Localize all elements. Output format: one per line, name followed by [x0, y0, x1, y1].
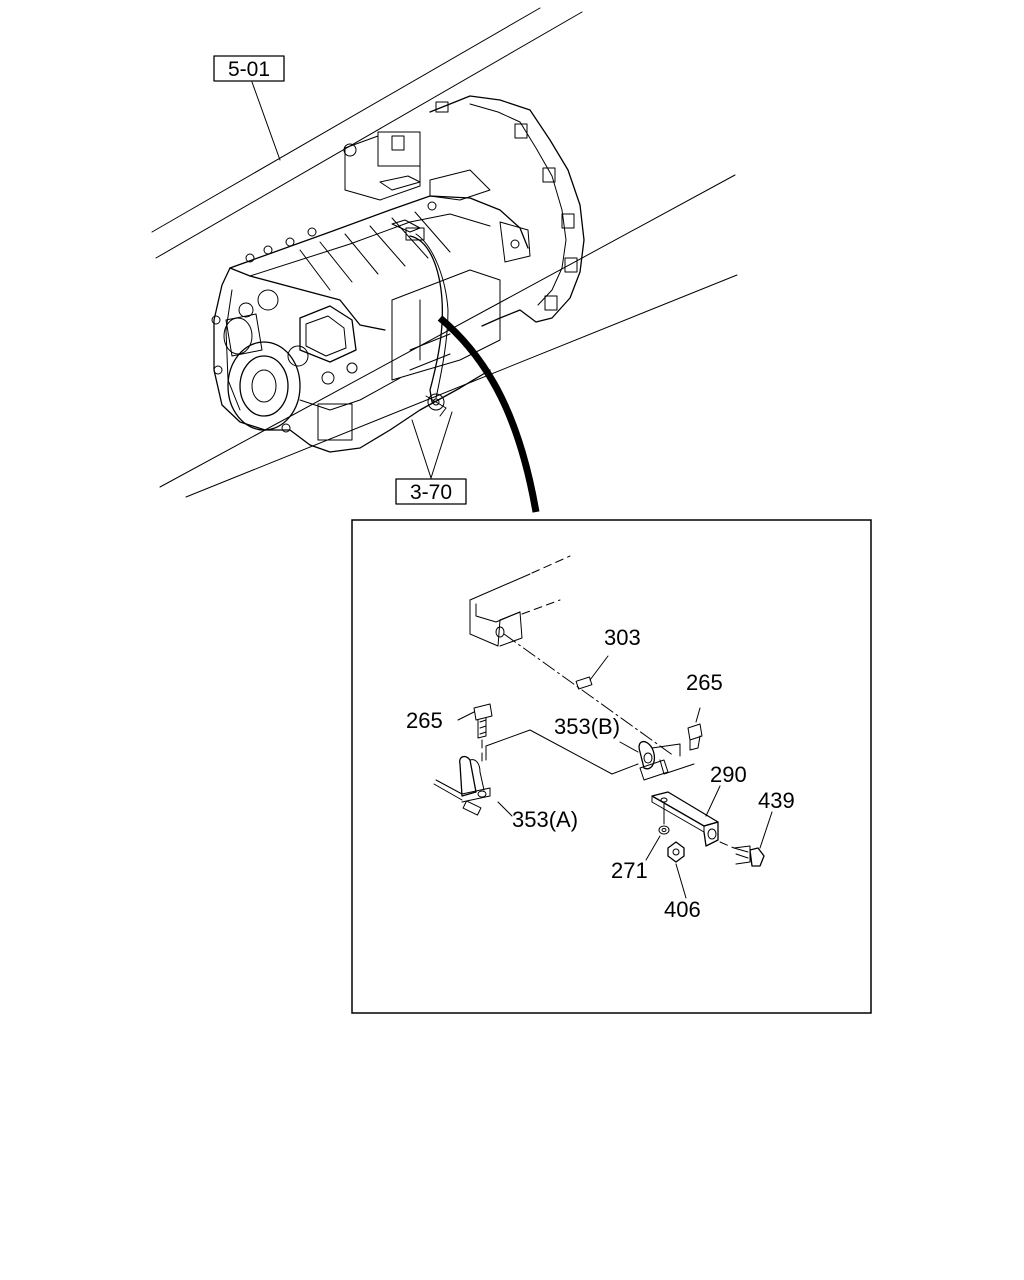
- callout-439: 439: [758, 788, 795, 813]
- callout-353a: 353(A): [512, 807, 578, 832]
- detail-parts: [433, 555, 773, 899]
- callout-290: 290: [710, 762, 747, 787]
- callout-265-left: 265: [406, 708, 443, 733]
- callout-353b: 353(B): [554, 714, 620, 739]
- detail-leader-curve: [437, 315, 540, 513]
- ref-box-5-01: 5-01: [213, 55, 285, 161]
- detail-frame: [351, 519, 872, 1014]
- ref-box-3-70: 3-70: [395, 411, 467, 505]
- callout-271: 271: [611, 858, 648, 883]
- ref-label-3-70: 3-70: [410, 481, 452, 504]
- transmission-assembly: [211, 95, 585, 453]
- ref-label-5-01: 5-01: [228, 58, 270, 81]
- callout-406: 406: [664, 897, 701, 922]
- callout-265-right: 265: [686, 670, 723, 695]
- callout-303: 303: [604, 625, 641, 650]
- callout-labels: 303 265 265 353(B) 290 439 353(A) 271 40…: [406, 625, 795, 922]
